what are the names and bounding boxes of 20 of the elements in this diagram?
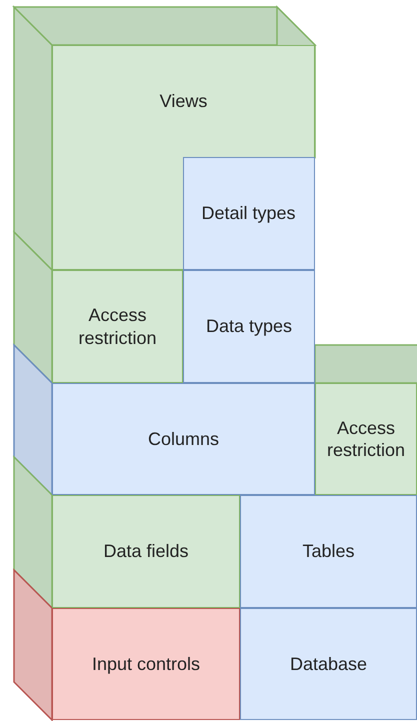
block-label: Access restriction	[77, 304, 158, 349]
block-label: Tables	[301, 540, 356, 563]
block-label: Database	[288, 652, 368, 676]
block-face	[183, 270, 315, 383]
block-label: Columns	[146, 428, 220, 450]
block-label: Detail types	[200, 202, 297, 224]
block-face	[240, 495, 417, 608]
block-face	[52, 495, 240, 608]
block-label: Views	[158, 90, 208, 112]
block-face	[52, 45, 315, 270]
block-face	[52, 383, 315, 495]
block-face	[240, 608, 417, 720]
block-face	[182, 156, 314, 270]
block-label: Input controls	[90, 652, 202, 676]
block-label: Data fields	[102, 540, 190, 563]
block-label: Data types	[204, 315, 294, 338]
block-face	[52, 608, 240, 720]
block-face	[315, 383, 417, 495]
block-face	[52, 270, 183, 383]
block-label: Access restriction	[326, 416, 406, 462]
